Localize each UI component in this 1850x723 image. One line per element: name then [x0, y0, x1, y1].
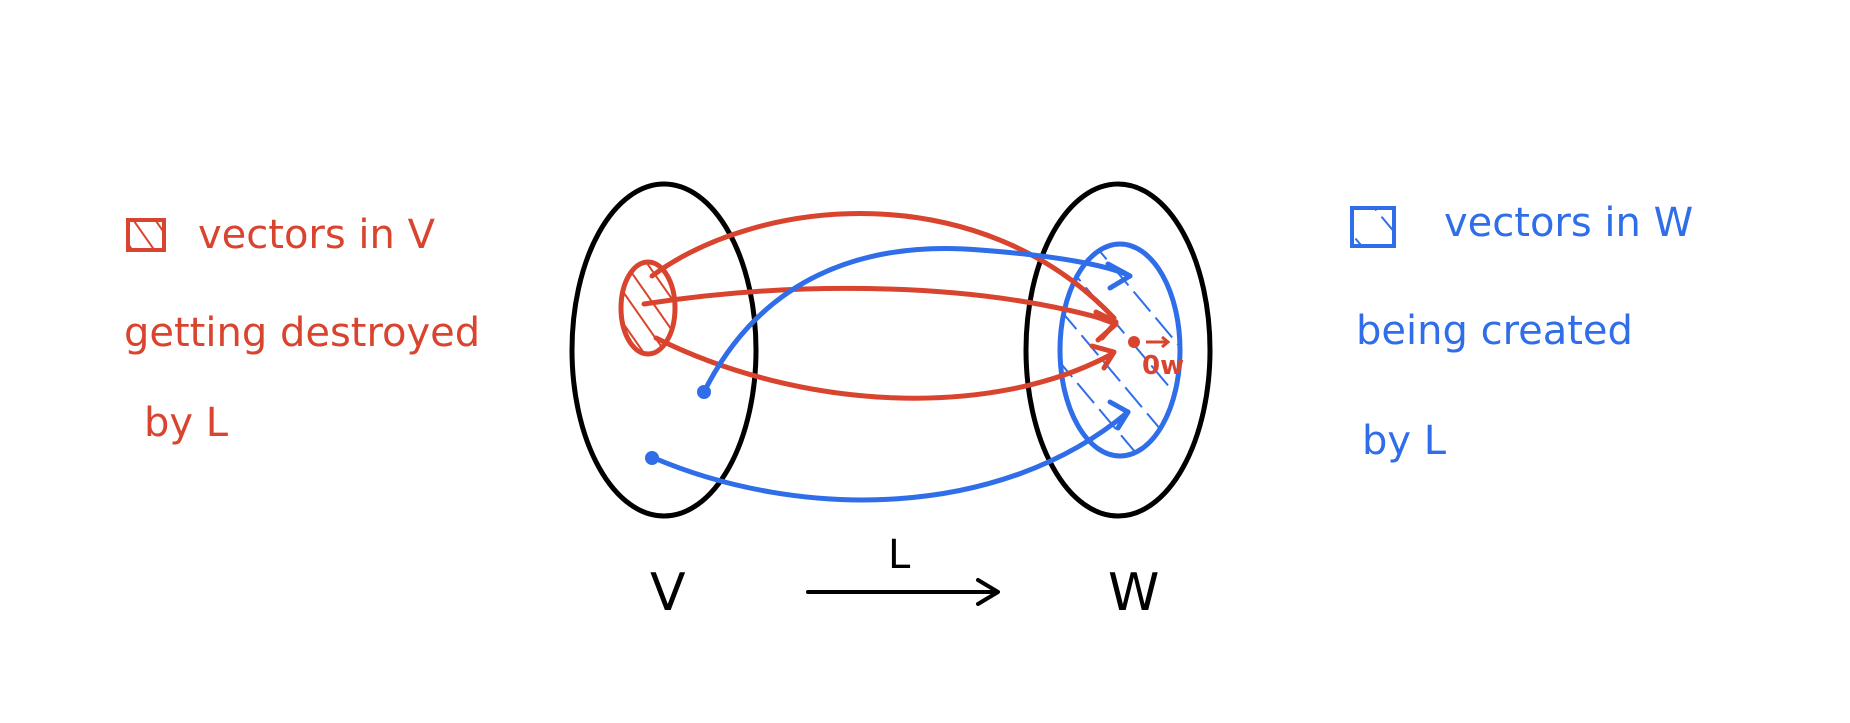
zero-vector-label: 0w — [1142, 351, 1184, 381]
right-legend: vectors in W being created by L — [1350, 200, 1693, 464]
zero-vector-label-group: 0w — [1142, 335, 1184, 381]
blue-arrowhead-upper — [1105, 261, 1133, 291]
red-arrowhead-bottom — [1089, 343, 1117, 371]
blue-source-point-lower — [645, 451, 659, 465]
right-legend-line-1: vectors in W — [1444, 200, 1693, 246]
left-legend-line-2: getting destroyed — [124, 310, 480, 356]
blue-mapping-arrow-upper — [701, 246, 1133, 395]
domain-label: V — [650, 563, 686, 623]
kernel-region — [618, 259, 678, 357]
red-hatched-legend-icon — [126, 218, 166, 252]
left-legend-line-3: by L — [144, 400, 229, 446]
codomain-label: W — [1108, 563, 1159, 623]
linear-map-label: L — [888, 532, 911, 578]
domain-v-set — [569, 181, 759, 519]
right-legend-line-3: by L — [1362, 418, 1447, 464]
codomain-w-set — [1023, 181, 1213, 519]
left-legend: vectors in V getting destroyed by L — [124, 212, 480, 446]
red-mapping-arrow-middle — [641, 285, 1117, 325]
linear-map-arrow — [806, 578, 1000, 606]
blue-hatched-legend-icon — [1350, 206, 1396, 248]
vector-arrow-mark-head — [1161, 335, 1171, 349]
left-legend-line-1: vectors in V — [198, 212, 436, 258]
zero-vector-point — [1128, 336, 1140, 348]
blue-arrowhead-lower — [1107, 399, 1131, 431]
red-mapping-arrow-top — [649, 211, 1117, 321]
red-mapping-arrow-bottom — [653, 335, 1115, 401]
blue-mapping-arrow-lower — [651, 409, 1131, 503]
red-arrowhead-middle — [1091, 313, 1119, 343]
right-legend-line-2: being created — [1356, 308, 1633, 354]
blue-source-point-upper — [697, 385, 711, 399]
